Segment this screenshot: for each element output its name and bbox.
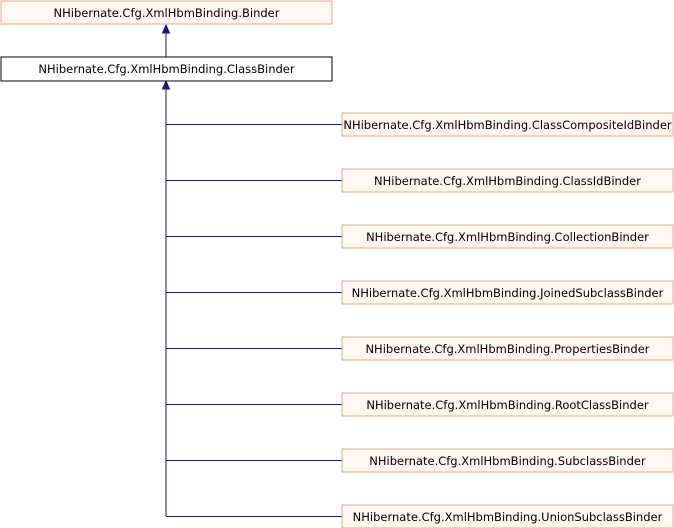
class-label-classcompositeidbinder: NHibernate.Cfg.XmlHbmBinding.ClassCompos…	[343, 118, 672, 132]
class-box-classidbinder	[341, 168, 674, 193]
class-node-collectionbinder[interactable]: NHibernate.Cfg.XmlHbmBinding.CollectionB…	[341, 224, 674, 249]
class-label-propertiesbinder: NHibernate.Cfg.XmlHbmBinding.PropertiesB…	[365, 342, 649, 356]
class-box-propertiesbinder	[341, 336, 674, 361]
class-label-binder: NHibernate.Cfg.XmlHbmBinding.Binder	[54, 6, 280, 20]
class-box-joinedsubclassbinder	[341, 280, 674, 305]
class-box-unionsubclassbinder	[341, 504, 674, 528]
class-label-collectionbinder: NHibernate.Cfg.XmlHbmBinding.CollectionB…	[366, 230, 649, 244]
class-node-propertiesbinder[interactable]: NHibernate.Cfg.XmlHbmBinding.PropertiesB…	[341, 336, 674, 361]
class-node-classcompositeidbinder[interactable]: NHibernate.Cfg.XmlHbmBinding.ClassCompos…	[341, 112, 674, 137]
class-label-classidbinder: NHibernate.Cfg.XmlHbmBinding.ClassIdBind…	[374, 174, 641, 188]
class-node-subclassbinder[interactable]: NHibernate.Cfg.XmlHbmBinding.SubclassBin…	[341, 448, 674, 473]
class-node-rootclassbinder[interactable]: NHibernate.Cfg.XmlHbmBinding.RootClassBi…	[341, 392, 674, 417]
arrowhead-classbinder	[161, 79, 171, 90]
class-box-subclassbinder	[341, 448, 674, 473]
class-label-joinedsubclassbinder: NHibernate.Cfg.XmlHbmBinding.JoinedSubcl…	[352, 286, 664, 300]
class-node-classidbinder[interactable]: NHibernate.Cfg.XmlHbmBinding.ClassIdBind…	[341, 168, 674, 193]
class-label-classbinder: NHibernate.Cfg.XmlHbmBinding.ClassBinder	[38, 62, 294, 76]
class-node-binder[interactable]: NHibernate.Cfg.XmlHbmBinding.Binder	[0, 0, 333, 25]
class-node-joinedsubclassbinder[interactable]: NHibernate.Cfg.XmlHbmBinding.JoinedSubcl…	[341, 280, 674, 305]
inheritance-edges	[161, 23, 342, 517]
class-box-rootclassbinder	[341, 392, 674, 417]
class-box-collectionbinder	[341, 224, 674, 249]
arrowhead-binder	[161, 23, 171, 34]
class-node-classbinder[interactable]: NHibernate.Cfg.XmlHbmBinding.ClassBinder	[0, 56, 333, 82]
class-label-unionsubclassbinder: NHibernate.Cfg.XmlHbmBinding.UnionSubcla…	[353, 510, 663, 524]
class-label-rootclassbinder: NHibernate.Cfg.XmlHbmBinding.RootClassBi…	[366, 398, 649, 412]
class-label-subclassbinder: NHibernate.Cfg.XmlHbmBinding.SubclassBin…	[369, 454, 646, 468]
class-node-unionsubclassbinder[interactable]: NHibernate.Cfg.XmlHbmBinding.UnionSubcla…	[341, 504, 674, 528]
class-box-classcompositeidbinder	[341, 112, 674, 137]
